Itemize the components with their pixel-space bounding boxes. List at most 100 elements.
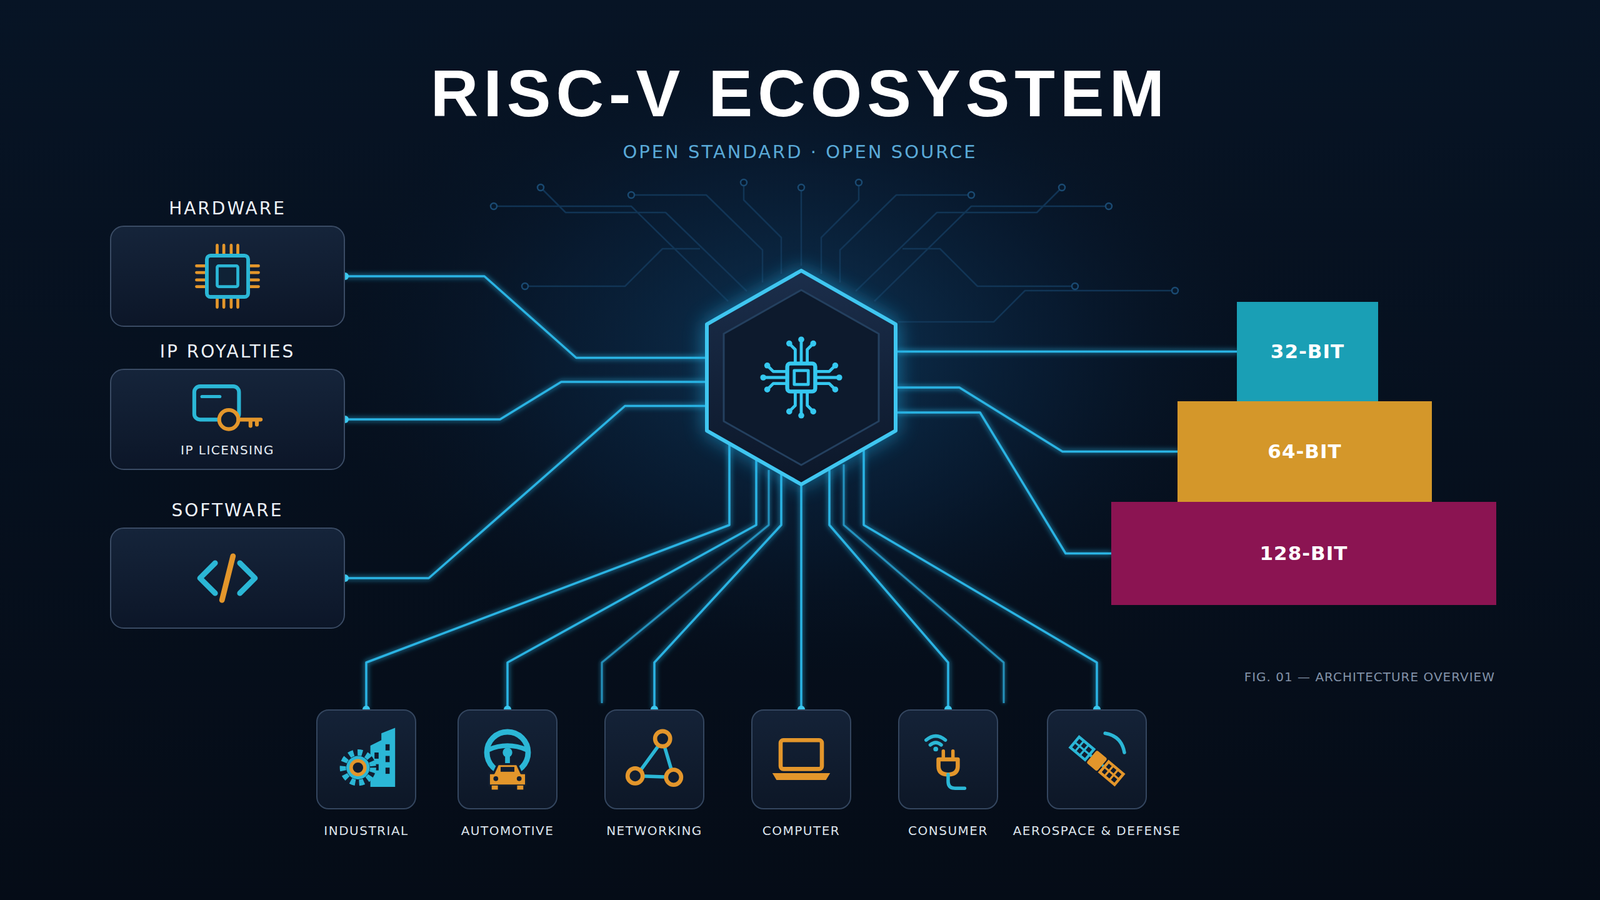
bar-label: 64-BIT — [1267, 440, 1342, 464]
hub-chip-icon-part-part — [832, 362, 839, 369]
network-icon-part-part — [655, 731, 670, 747]
plug-wifi-icon-part — [933, 746, 939, 752]
title-holder: RISC-V ECOSYSTEM — [0, 60, 1600, 127]
factory-gear-icon — [331, 725, 401, 794]
chip-icon-part — [206, 255, 249, 297]
tile-label: COMPUTER — [762, 823, 840, 839]
hub-chip-icon-part-part — [836, 374, 843, 381]
trace-pads-part — [490, 203, 497, 210]
tile-label: AEROSPACE & DEFENSE — [1013, 823, 1182, 839]
hub-chip-icon-part-part — [798, 412, 805, 419]
chip-icon — [190, 239, 265, 314]
trace-pads-part — [1171, 287, 1179, 294]
chip-icon-part — [216, 265, 238, 287]
circuit-traces-part — [855, 187, 1062, 292]
factory-gear-icon-part-part — [385, 744, 390, 751]
steering-car-icon-part — [516, 785, 524, 790]
hub-chip-icon-part-part — [760, 374, 767, 381]
satellite-icon-part-part — [1070, 736, 1095, 760]
chip-icon-part — [196, 245, 259, 307]
steering-car-icon-part — [516, 776, 522, 782]
satellite-icon — [1062, 725, 1132, 794]
circuit-traces-part — [874, 206, 1109, 302]
circuit-traces-part — [493, 206, 729, 302]
license-key-icon — [188, 381, 267, 439]
label-holder: OPEN STANDARD · OPEN SOURCE — [0, 141, 1600, 164]
factory-gear-icon-part-part — [385, 767, 390, 774]
circuit-traces-part — [540, 187, 747, 292]
circuit-traces-part — [800, 187, 803, 266]
trace-pads-part — [521, 283, 529, 290]
connector-line — [896, 412, 1112, 554]
hub-chip-icon-part-part — [810, 340, 817, 347]
factory-gear-icon-part — [346, 756, 370, 780]
tile-label: AUTOMOTIVE — [461, 823, 555, 839]
bit-width-bar: 64-BIT — [1177, 401, 1432, 502]
bar-label: 32-BIT — [1270, 340, 1345, 364]
code-icon — [190, 543, 265, 613]
steering-car-icon-part — [493, 776, 499, 782]
network-icon — [620, 725, 689, 794]
connector-line — [654, 474, 782, 710]
circuit-traces-part — [631, 195, 763, 283]
circuit-traces-part — [902, 248, 1075, 287]
satellite-icon-part-part — [1070, 736, 1095, 760]
hub-chip-icon-part-part — [810, 408, 817, 415]
factory-gear-icon-part — [351, 760, 365, 775]
connector-line — [366, 445, 730, 710]
tile-label: CONSUMER — [908, 823, 989, 839]
core-hexagon — [704, 268, 899, 487]
hub-chip-icon-part-part — [786, 408, 793, 415]
application-tile: INDUSTRIAL — [316, 709, 417, 810]
tile-label: INDUSTRIAL — [323, 823, 409, 839]
hexagon-outline-part — [706, 270, 896, 485]
plug-wifi-icon-part — [948, 774, 965, 789]
laptop-icon-part — [780, 740, 822, 769]
connector-line — [345, 406, 706, 579]
bar-label: 128-BIT — [1260, 541, 1349, 565]
spare-wires-part — [843, 464, 1004, 704]
hub-chip-icon-part — [763, 339, 840, 416]
network-icon-part — [627, 731, 682, 785]
box-heading: HARDWARE — [73, 198, 382, 220]
network-icon-part-part — [627, 768, 643, 784]
factory-gear-icon-part — [340, 750, 376, 786]
plug-wifi-icon-part — [938, 759, 959, 775]
bit-width-bar: 32-BIT — [1236, 301, 1379, 402]
application-tile: COMPUTER — [751, 709, 852, 810]
box-heading: SOFTWARE — [73, 500, 382, 522]
connector-line — [345, 381, 706, 420]
hub-chip-icon — [751, 327, 852, 428]
connector-line — [896, 350, 1237, 354]
hub-chip-icon-part — [760, 336, 842, 419]
connector-line — [507, 460, 757, 710]
trace-pads-part — [1105, 203, 1112, 210]
trace-pads-part — [628, 191, 635, 199]
hub-chip-icon-part-part — [794, 370, 809, 385]
spare-wires-part — [601, 470, 769, 704]
trace-pads-part — [537, 184, 544, 191]
trace-pads — [490, 179, 1179, 294]
network-icon-part-part — [666, 770, 682, 785]
trace-pads-part — [798, 184, 805, 191]
hub-chip-icon-part-part — [832, 386, 839, 393]
box-heading: IP ROYALTIES — [73, 341, 382, 363]
caption-holder: FIG. 01 — ARCHITECTURE OVERVIEW — [1244, 669, 1495, 685]
category-box: IP ROYALTIES IP LICENSING — [110, 368, 345, 470]
diagram-title: RISC-V ECOSYSTEM — [0, 60, 1600, 127]
satellite-icon-part-part — [1100, 761, 1124, 785]
tile-label: NETWORKING — [606, 823, 703, 839]
hexagon-outline-part — [704, 268, 899, 487]
steering-car-icon-part — [491, 785, 499, 790]
satellite-icon-part — [1069, 735, 1125, 786]
trace-pads-part — [1071, 283, 1079, 290]
category-box: HARDWARE — [110, 225, 345, 327]
plug-wifi-icon-part — [926, 736, 946, 745]
circuit-traces-part — [898, 290, 1175, 322]
factory-gear-icon-part-part — [374, 752, 379, 759]
trace-pads-part — [855, 179, 862, 186]
steering-car-icon — [473, 725, 542, 794]
